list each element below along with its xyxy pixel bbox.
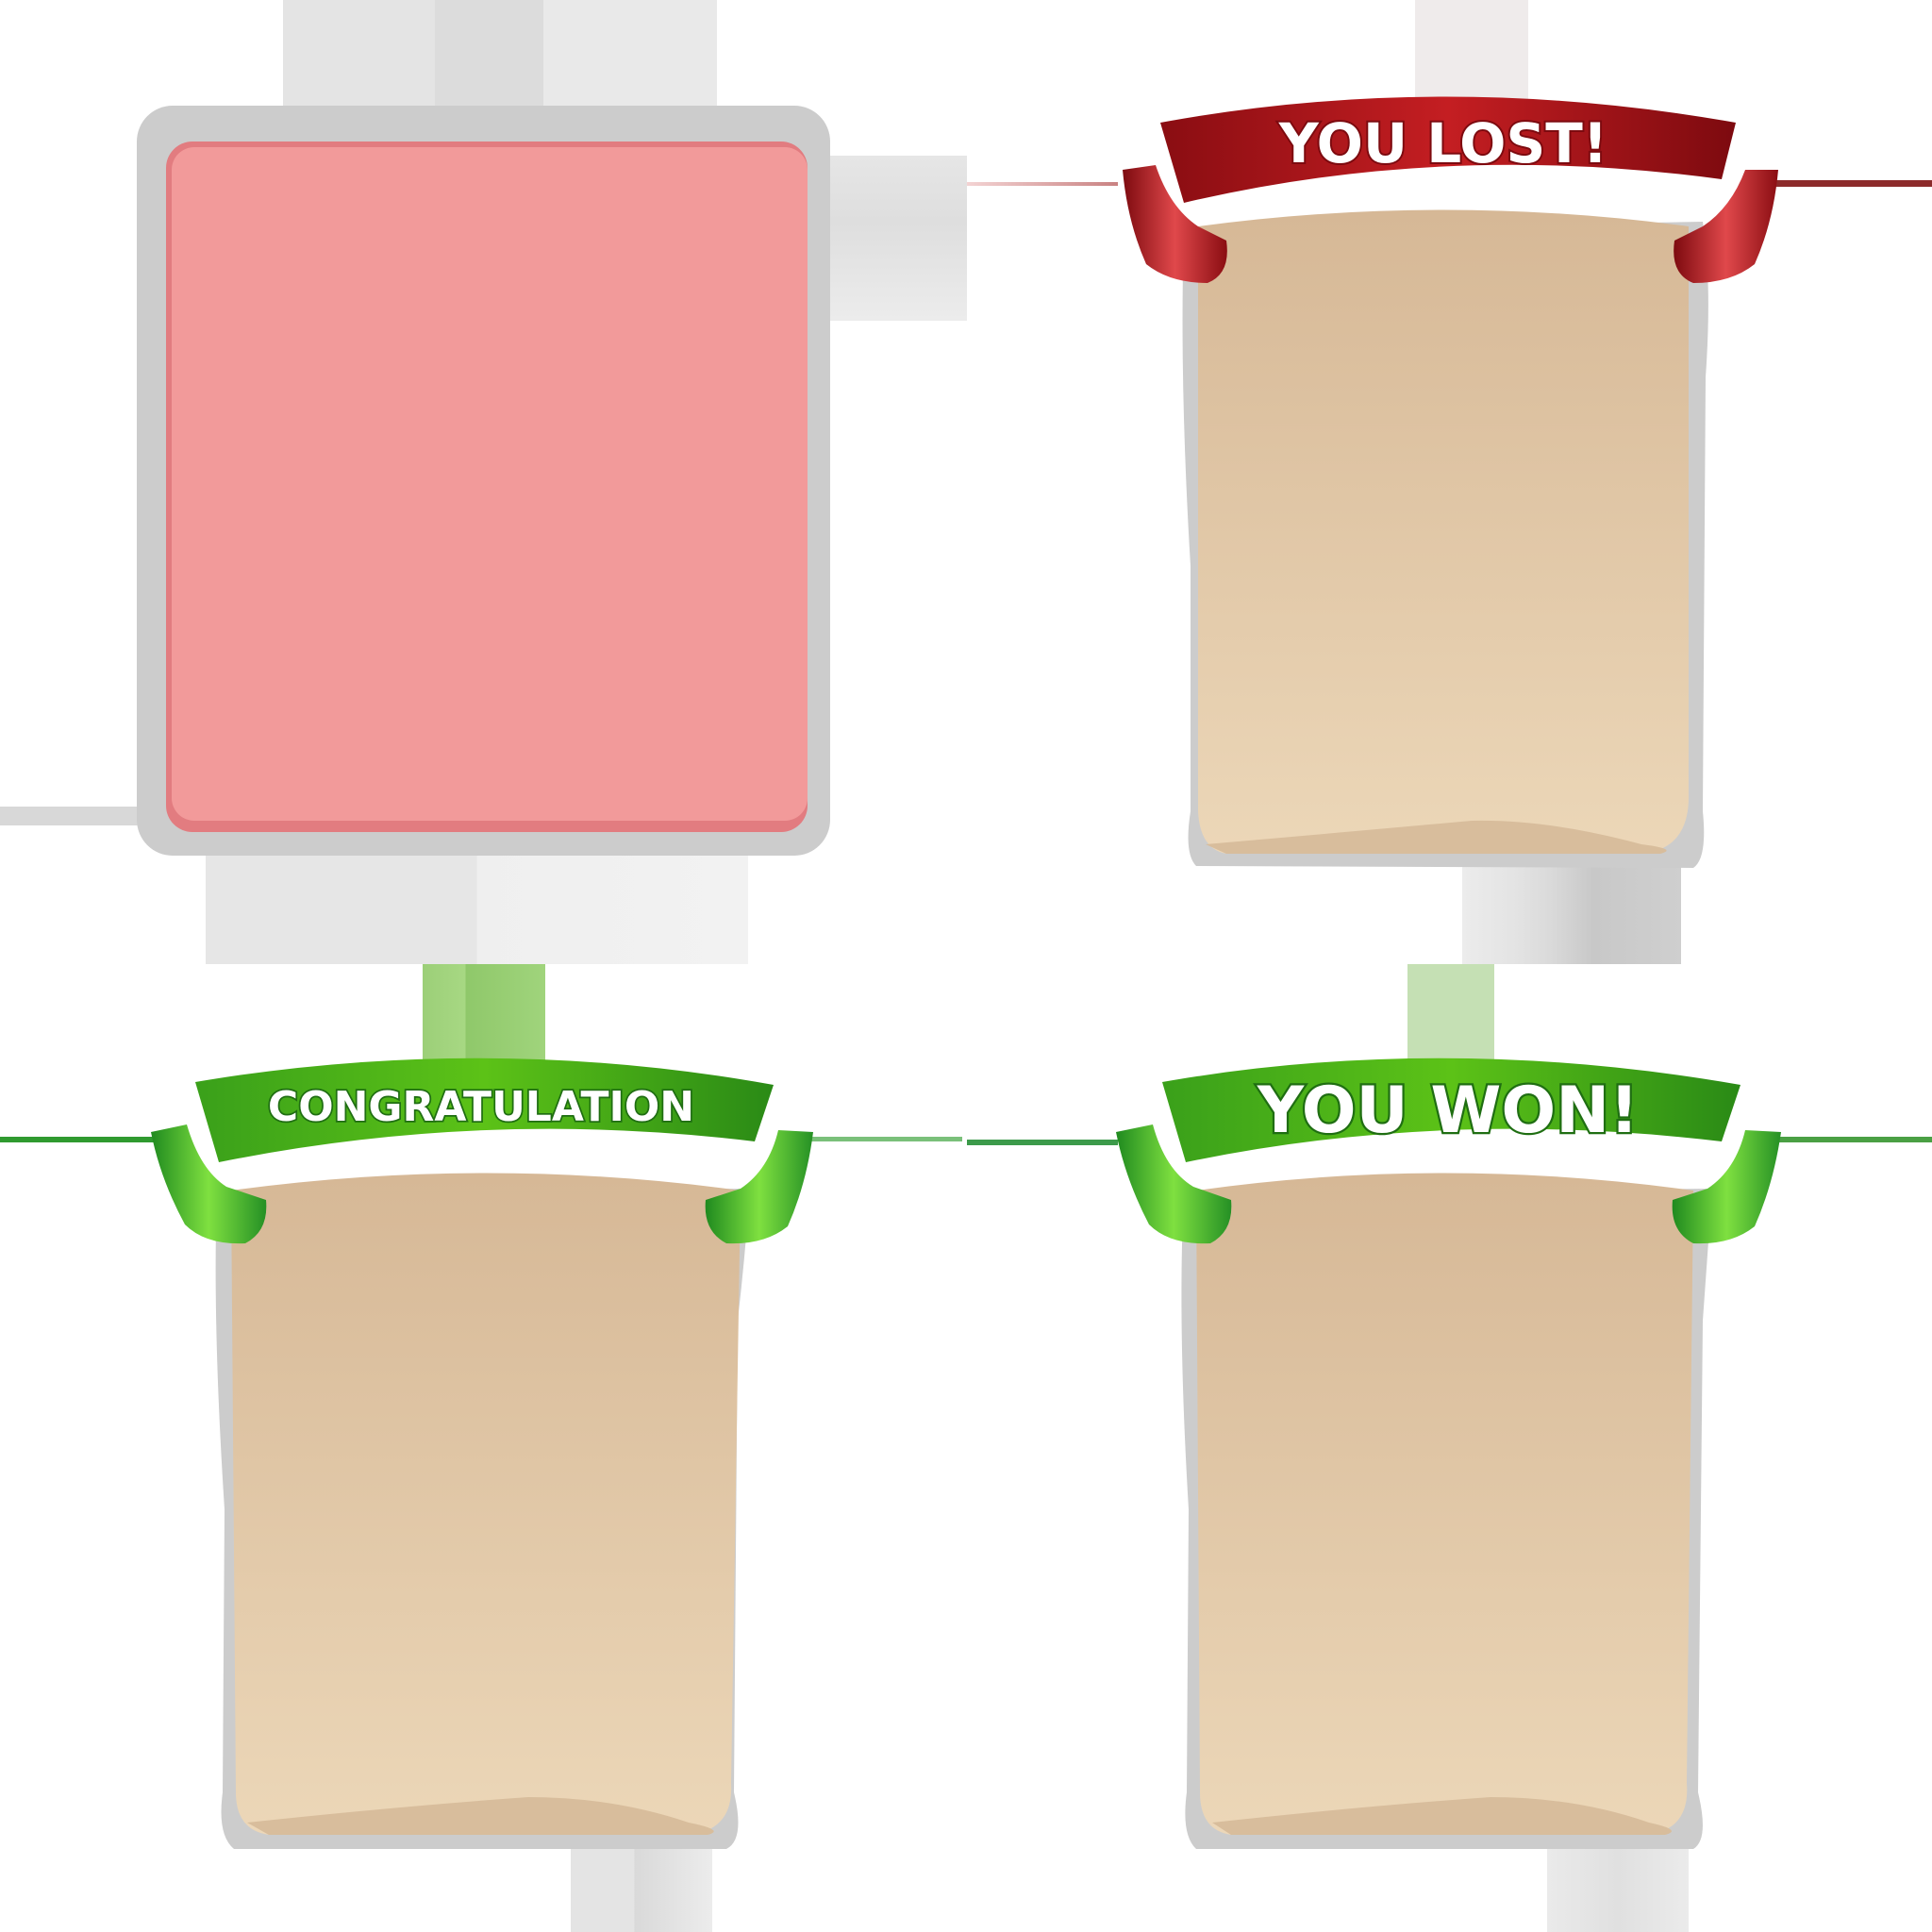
bg-bar-top-right — [1415, 0, 1528, 113]
bg-bar-red-line-right — [1774, 180, 1932, 187]
bg-bar-green-line-mid — [811, 1137, 962, 1141]
won-ribbon-band — [1162, 1058, 1740, 1162]
bg-bar-green-right — [1407, 964, 1494, 1063]
bg-bar-below-pink — [206, 849, 748, 964]
congrats-banner-text: CONGRATULATION — [268, 1083, 694, 1131]
you-lost-panel: YOU LOST! — [1123, 96, 1778, 868]
bg-bar-left-line — [0, 807, 142, 825]
bg-bar-bottom-left — [571, 1849, 712, 1932]
bg-bar-green-line-left — [0, 1137, 160, 1142]
congrats-ribbon-right-end — [705, 1130, 813, 1244]
pink-card-panel — [137, 106, 830, 856]
won-scroll-paper — [1196, 1173, 1693, 1835]
congrats-ribbon-left-end — [151, 1124, 267, 1244]
bg-bar-bottom-right — [1547, 1849, 1689, 1932]
congratulation-panel: CONGRATULATION — [151, 1058, 813, 1849]
pink-card-face — [172, 147, 808, 821]
bg-bar-green-line-right-b — [1774, 1137, 1932, 1142]
won-scroll-curl — [1212, 1797, 1673, 1835]
bg-bar-below-lost — [1462, 858, 1681, 964]
lost-ribbon-band — [1160, 96, 1736, 203]
lost-banner-text: YOU LOST! — [1278, 111, 1608, 175]
won-ribbon-left-end — [1116, 1124, 1232, 1244]
congrats-scroll-curl — [247, 1797, 714, 1835]
congrats-ribbon-band — [195, 1058, 774, 1162]
bg-bar-green-line-right-a — [967, 1140, 1118, 1145]
bg-bar-red-line-left — [967, 182, 1118, 186]
bg-bar-right-of-pink — [821, 156, 967, 321]
won-ribbon-right-end — [1672, 1130, 1781, 1244]
you-won-panel: YOU WON! — [1116, 1058, 1781, 1849]
lost-scroll-paper — [1198, 209, 1690, 854]
won-banner-text: YOU WON! — [1257, 1074, 1639, 1148]
congrats-scroll-paper — [231, 1173, 741, 1835]
lost-ribbon-left-end — [1123, 165, 1227, 283]
lost-scroll-curl — [1206, 820, 1667, 854]
lost-ribbon-right-end — [1674, 170, 1778, 283]
